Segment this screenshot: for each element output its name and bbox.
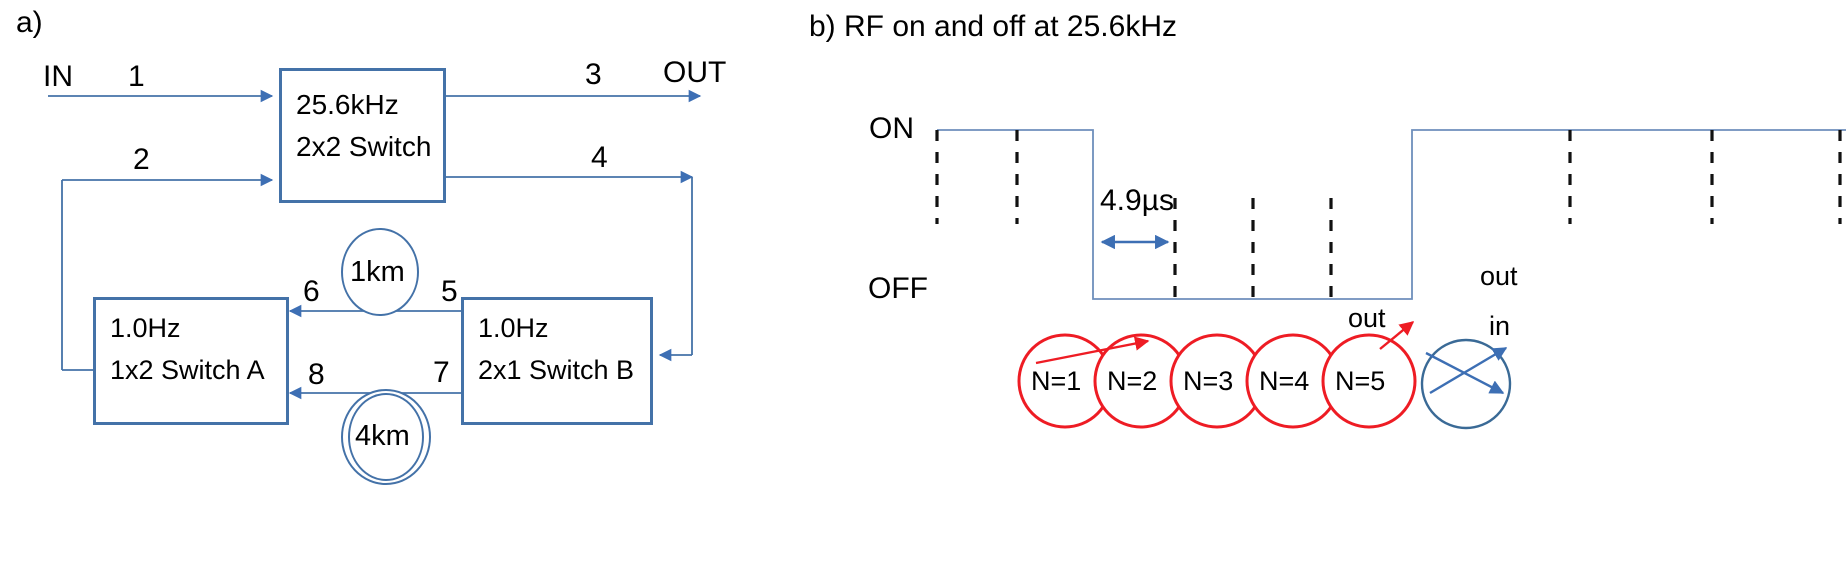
port-number-3: 3 — [585, 58, 602, 91]
red-out-label: out — [1348, 303, 1386, 333]
rf-gate-waveform — [937, 129, 1846, 300]
level-label-on: ON — [869, 112, 914, 145]
panel-a-tag: a) — [16, 6, 43, 39]
port-number-5: 5 — [441, 275, 458, 308]
spool-4km-label: 4km — [355, 420, 410, 452]
blue-in-label: in — [1489, 311, 1511, 341]
block-switch-2x2[interactable]: 25.6kHz 2x2 Switch — [279, 68, 446, 203]
block-switch-2x2-line1: 25.6kHz — [296, 89, 399, 120]
port-number-6: 6 — [303, 275, 320, 308]
block-switch-a-line1: 1.0Hz — [110, 313, 181, 343]
round-trip-label-5: N=5 — [1335, 366, 1386, 396]
spool-1km-ring — [341, 228, 419, 316]
spool-1km-label: 1km — [350, 256, 405, 288]
resonator-out-arrow — [1429, 346, 1508, 395]
port-number-4: 4 — [591, 141, 608, 174]
block-switch-b-line2: 2x1 Switch B — [478, 355, 635, 385]
panel-b-title: b) RF on and off at 25.6kHz — [809, 10, 1177, 43]
io-label-in: IN — [43, 60, 73, 93]
round-trip-label-4: N=4 — [1259, 366, 1310, 396]
round-trip-label-2: N=2 — [1107, 366, 1158, 396]
block-switch-b-2x1[interactable]: 1.0Hz 2x1 Switch B — [461, 297, 653, 425]
port-number-7: 7 — [433, 356, 450, 389]
level-label-off: OFF — [868, 272, 928, 305]
red-loop-arrow — [1035, 336, 1150, 365]
spool-4km-ring-outer — [341, 389, 431, 485]
block-switch-b-line1: 1.0Hz — [478, 313, 549, 343]
blue-out-label: out — [1480, 261, 1518, 291]
round-trip-label-3: N=3 — [1183, 366, 1234, 396]
block-switch-2x2-line2: 2x2 Switch — [296, 131, 432, 162]
red-out-arrow — [1379, 321, 1415, 350]
port-number-2: 2 — [133, 143, 150, 176]
io-label-out: OUT — [663, 56, 727, 89]
round-trip-circle-5 — [1321, 333, 1417, 429]
port-number-8: 8 — [308, 358, 325, 391]
port-number-1: 1 — [128, 60, 145, 93]
block-switch-a-1x2[interactable]: 1.0Hz 1x2 Switch A — [93, 297, 289, 425]
spool-4km-ring-inner — [348, 393, 424, 481]
duration-annotation-label: 4.9µs — [1100, 184, 1174, 217]
round-trip-label-1: N=1 — [1031, 366, 1082, 396]
block-switch-a-line2: 1x2 Switch A — [110, 355, 265, 385]
